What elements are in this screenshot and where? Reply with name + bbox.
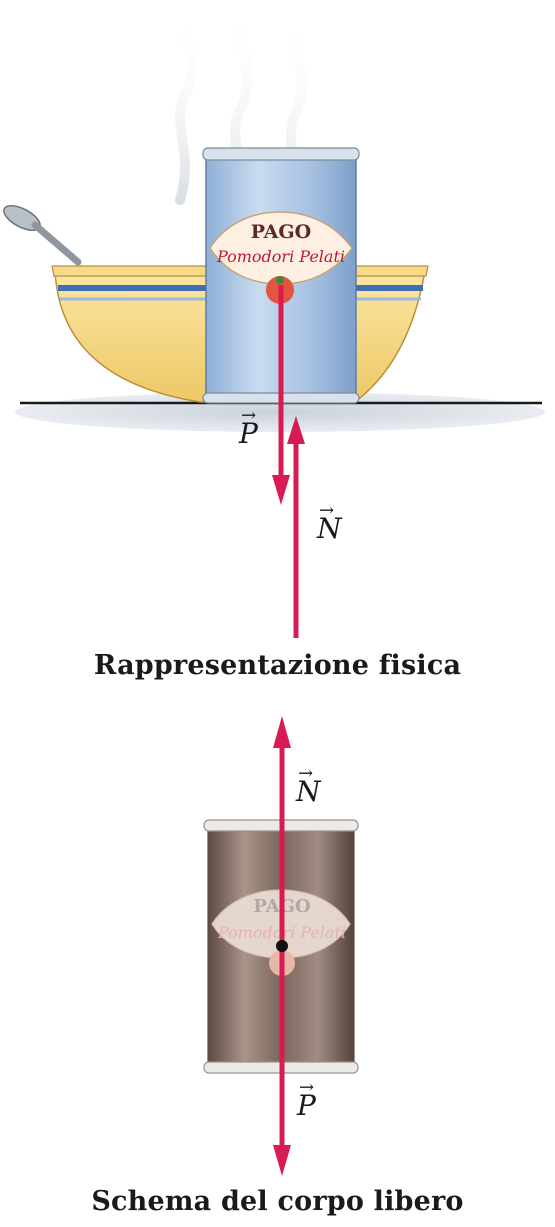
center-of-mass-dot bbox=[276, 940, 288, 952]
weight-arrow-fbd bbox=[273, 946, 291, 1176]
weight-vector-label-fbd: →P bbox=[297, 1077, 316, 1122]
normal-vector-label-fbd: →N bbox=[296, 763, 321, 808]
spoon-illustration bbox=[3, 204, 82, 266]
normal-arrow-fbd bbox=[273, 716, 291, 946]
normal-arrow-top bbox=[287, 416, 305, 638]
can-label bbox=[209, 211, 353, 285]
weight-vector-label-top: →P bbox=[239, 405, 258, 450]
free-body-scene: PAGO Pomodori Pelati bbox=[203, 716, 359, 1176]
weight-arrow-top bbox=[272, 285, 290, 505]
caption-physical-representation: Rappresentazione fisica bbox=[93, 650, 462, 681]
normal-vector-label-top: →N bbox=[317, 500, 342, 545]
physical-scene: PAGO Pomodori Pelati bbox=[3, 0, 545, 638]
caption-free-body-diagram: Schema del corpo libero bbox=[91, 1186, 464, 1217]
can-product-text: Pomodori Pelati bbox=[216, 247, 345, 266]
can-brand-text: PAGO bbox=[251, 221, 311, 243]
